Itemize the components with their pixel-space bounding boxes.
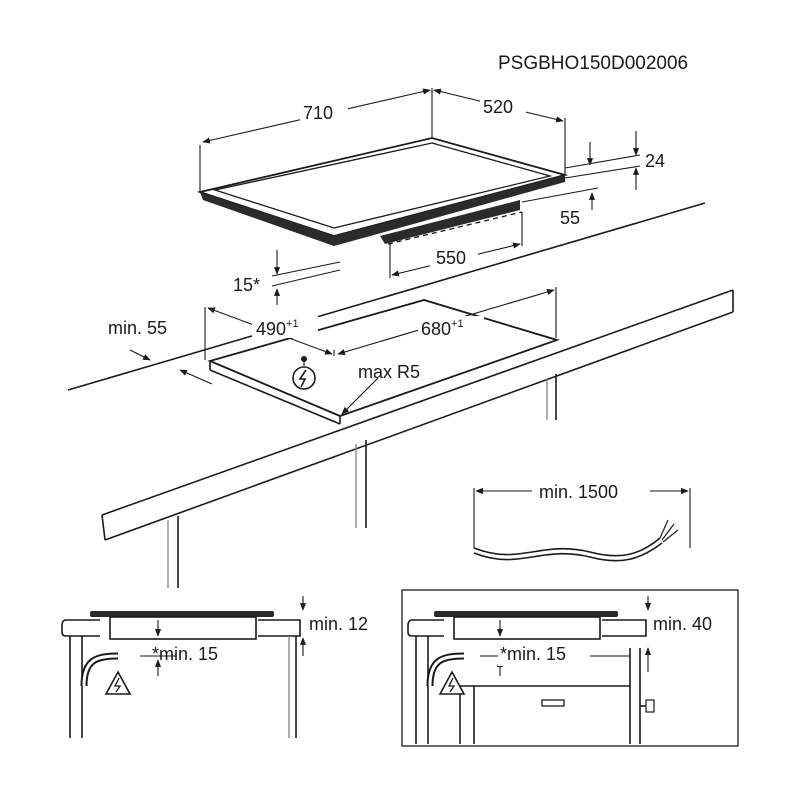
cable-length-label: min. 1500 bbox=[539, 482, 618, 502]
power-cable: min. 1500 bbox=[473, 482, 691, 562]
dimension-depth-520: 520 bbox=[433, 88, 564, 123]
dimension-thickness-label: 24 bbox=[645, 151, 665, 171]
document-code: PSGBHO150D002006 bbox=[498, 53, 688, 74]
dimension-cutout-width-680: 680+1 bbox=[337, 289, 555, 355]
dimension-protrusion-15: 15* bbox=[233, 250, 341, 305]
hob-top-view bbox=[196, 88, 569, 246]
worktop-cutout bbox=[204, 287, 560, 425]
dimension-width-710: 710 bbox=[202, 88, 431, 144]
dimension-cutout-depth-label: 490+1 bbox=[256, 318, 299, 339]
left-top-gap-label: min. 12 bbox=[309, 614, 368, 634]
dimension-cutout-depth-490: 490+1 bbox=[207, 307, 333, 355]
dimension-underside-depth-label: 55 bbox=[560, 208, 580, 228]
dimension-protrusion-label: 15* bbox=[233, 275, 260, 295]
worktop bbox=[67, 202, 734, 588]
dimension-cutout-width-label: 680+1 bbox=[421, 318, 464, 339]
dimension-width-label: 710 bbox=[303, 103, 333, 123]
dimension-underside-width-label: 550 bbox=[436, 248, 466, 268]
right-top-gap-label: min. 40 bbox=[653, 614, 712, 634]
electrical-hazard-icon bbox=[292, 356, 316, 390]
left-bottom-gap-label: *min. 15 bbox=[152, 644, 218, 664]
dimension-front-distance: min. 55 bbox=[108, 318, 213, 385]
installation-detail-left: min. 12 *min. 15 bbox=[61, 596, 368, 738]
dimension-thickness-24: 24 bbox=[564, 131, 665, 190]
dimension-depth-label: 520 bbox=[483, 97, 513, 117]
installation-detail-right: min. 40 *min. 15 bbox=[401, 589, 739, 747]
dimension-corner-radius: max R5 bbox=[341, 362, 420, 415]
right-bottom-gap-label: *min. 15 bbox=[500, 644, 566, 664]
dimension-underside-550: 550 bbox=[387, 211, 523, 278]
dimension-corner-radius-label: max R5 bbox=[358, 362, 420, 382]
dimension-underside-55: 55 bbox=[521, 187, 599, 228]
dimension-front-distance-label: min. 55 bbox=[108, 318, 167, 338]
